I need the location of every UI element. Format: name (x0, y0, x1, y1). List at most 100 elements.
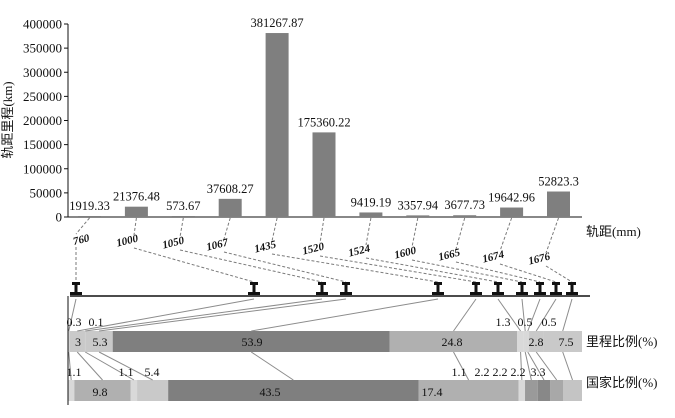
mileage-link-760 (68, 298, 77, 332)
rail-icon-1600 (516, 282, 528, 295)
y-tick-label-8: 400000 (23, 17, 62, 32)
mileage-share-title: 里程比例(%) (586, 334, 658, 349)
mileage-segment-1050 (84, 331, 86, 352)
mileage-link-1600 (521, 298, 526, 332)
bar-1067 (218, 198, 242, 217)
gauge-label-1050: 1050 (161, 234, 186, 251)
y-tick-label-3: 150000 (23, 137, 62, 152)
value-label-1524: 9419.19 (351, 195, 392, 209)
country-share-title: 国家比例(%) (586, 375, 658, 390)
bar-1674 (500, 207, 524, 217)
mileage-label-1600: 0.5 (518, 315, 533, 329)
mileage-label-1524: 1.3 (496, 315, 511, 329)
country-link-1524 (520, 351, 523, 381)
mileage-segment-1524 (517, 331, 524, 352)
country-label-1000: 9.8 (93, 385, 108, 399)
y-tick-label-6: 300000 (23, 65, 62, 80)
country-link-760 (68, 351, 72, 381)
country-label-1435: 43.5 (260, 385, 281, 399)
y-tick-label-7: 350000 (23, 41, 62, 56)
gauge-leader-1000 (133, 247, 255, 283)
country-link-1520 (453, 351, 470, 381)
bar-leader-1665 (455, 217, 466, 250)
mileage-segment-1000 (69, 331, 85, 352)
country-label-760: 1.1 (67, 365, 82, 379)
y-tick-label-1: 50000 (30, 185, 63, 200)
value-label-1000: 21376.48 (113, 190, 160, 204)
value-label-1067: 37608.27 (207, 182, 254, 196)
gauge-label-1600: 1600 (393, 244, 418, 261)
bar-1524 (359, 212, 383, 217)
mileage-label-1067: 5.3 (93, 335, 108, 349)
bar-1050 (171, 216, 195, 217)
country-segment-1676 (563, 380, 582, 401)
gauge-label-1665: 1665 (437, 246, 462, 263)
country-segment-760 (68, 380, 75, 401)
gauge-leader-1435 (271, 253, 439, 283)
bar-leader-1000 (133, 217, 137, 236)
country-link-1067 (98, 351, 153, 381)
value-label-1674: 19642.96 (488, 191, 535, 205)
mileage-label-1520: 24.8 (442, 335, 463, 349)
mileage-link-1435 (251, 298, 439, 332)
gauge-label-1000: 1000 (115, 232, 140, 249)
bar-1665 (453, 215, 477, 217)
y-axis-title: 轨距里程(km) (0, 81, 15, 158)
country-label-1050: 1.1 (119, 365, 134, 379)
gauge-label-760: 760 (72, 232, 91, 248)
country-segment-1665 (537, 380, 551, 401)
gauge-label-1067: 1067 (205, 236, 230, 253)
country-segment-1600 (525, 380, 538, 401)
rail-icon-1524 (492, 282, 504, 295)
gauge-leader-1520 (319, 255, 477, 283)
country-label-1067: 5.4 (145, 365, 160, 379)
country-link-1665 (527, 351, 545, 381)
bar-leader-1067 (223, 217, 231, 240)
mileage-segment-760 (68, 331, 70, 352)
mileage-segment-1676 (543, 331, 582, 352)
gauge-leader-1050 (179, 249, 323, 283)
mileage-label-1674: 2.8 (529, 335, 544, 349)
bar-chart-panel: 0500001000001500002000002500003000003500… (0, 16, 641, 239)
y-tick-label-5: 250000 (23, 89, 62, 104)
country-segment-1000 (74, 380, 131, 401)
bar-leader-1524 (365, 217, 372, 246)
country-link-1050 (84, 351, 135, 381)
gauge-label-1674: 1674 (481, 248, 506, 265)
gauge-leader-1665 (455, 261, 541, 283)
mileage-link-1674 (535, 298, 557, 332)
bar-leader-1674 (499, 217, 513, 252)
rail-icon-1665 (534, 282, 546, 295)
mileage-link-1000 (77, 298, 255, 332)
mileage-segment-1067 (85, 331, 113, 352)
country-label-1674: 2.2 (511, 365, 526, 379)
mileage-link-1067 (99, 298, 347, 332)
x-axis-title: 轨距(mm) (586, 224, 641, 239)
mileage-label-1435: 53.9 (242, 335, 263, 349)
country-segment-1674 (550, 380, 564, 401)
mileage-label-1665: 0.5 (542, 315, 557, 329)
bar-leader-760 (75, 217, 90, 235)
rail-gauge-panel: 760 1000 1050 1067 1435 1520 1524 1600 1665 1674 1… (70, 217, 590, 297)
rail-icon-1435 (432, 282, 444, 295)
bar-leader-1520 (319, 217, 325, 244)
country-segment-1067 (137, 380, 169, 401)
gauge-label-1520: 1520 (301, 240, 326, 257)
gauge-label-1524: 1524 (347, 242, 372, 259)
bar-1600 (406, 215, 430, 217)
gauge-label-1676: 1676 (527, 250, 552, 267)
value-label-1435: 381267.87 (251, 16, 304, 30)
mileage-segment-1435 (112, 331, 390, 352)
country-label-1520: 17.4 (422, 385, 443, 399)
rail-icon-1676 (566, 282, 578, 295)
mileage-label-1000: 3 (75, 335, 81, 349)
bar-1676 (547, 191, 570, 217)
country-label-1524: 1.1 (452, 365, 467, 379)
country-segment-1050 (130, 380, 138, 401)
rail-icon-1050 (316, 282, 328, 295)
mileage-segment-1674 (529, 331, 544, 352)
country-segment-1520 (418, 380, 519, 401)
bar-1435 (265, 33, 289, 217)
gauge-label-1435: 1435 (253, 238, 278, 255)
value-label-1600: 3357.94 (397, 198, 438, 212)
